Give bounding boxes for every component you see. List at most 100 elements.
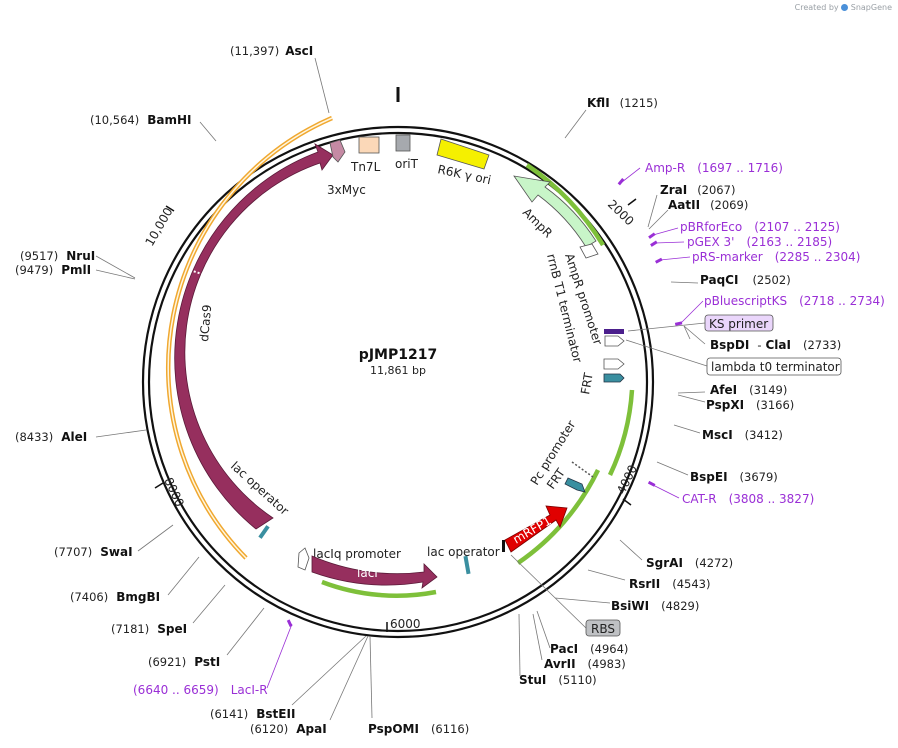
orf-arc-green-right bbox=[607, 389, 635, 476]
site-afeI[interactable]: AfeI(3149) bbox=[710, 383, 787, 397]
site-aleI[interactable]: (8433)AleI bbox=[15, 430, 87, 444]
site-zraI[interactable]: ZraI(2067) bbox=[660, 183, 735, 197]
site-sgrAI[interactable]: SgrAI(4272) bbox=[646, 556, 733, 570]
site-speI[interactable]: (7181)SpeI bbox=[111, 622, 187, 636]
site-avrII[interactable]: AvrII(4983) bbox=[544, 657, 626, 671]
frt1-arrow bbox=[603, 358, 625, 370]
leader-kflI bbox=[564, 109, 587, 139]
primer-pgex[interactable]: pGEX 3'(2163 .. 2185) bbox=[687, 235, 832, 249]
ks-primer-box bbox=[704, 314, 774, 332]
orf-arc-orange-left-inner bbox=[167, 117, 333, 559]
snapgene-logo-icon bbox=[841, 4, 849, 11]
laci-arrow bbox=[311, 555, 438, 589]
lambda-terminator-arrow bbox=[604, 335, 625, 347]
feature-lac-operator-right-label: lac operator bbox=[427, 545, 500, 559]
site-pstI[interactable]: (6921)PstI bbox=[148, 655, 220, 669]
leader-zraI bbox=[647, 194, 658, 228]
watermark: Created by SnapGene bbox=[795, 3, 892, 12]
leader-bamHI bbox=[199, 121, 217, 142]
leader-pstI bbox=[226, 607, 265, 656]
leader-apaI bbox=[329, 635, 369, 721]
ks-primer-label[interactable]: KS primer bbox=[709, 317, 768, 331]
leader-paqCI bbox=[670, 281, 699, 284]
orf-arc-orange-left bbox=[166, 115, 333, 560]
primer-pbluescriptks[interactable]: pBluescriptKS(2718 .. 2734) bbox=[704, 294, 885, 308]
leader-pspOMI bbox=[369, 635, 373, 719]
primer-tick-pgex bbox=[650, 240, 658, 247]
site-pmlI[interactable]: (9479)PmlI bbox=[15, 263, 91, 277]
leader-nruI bbox=[95, 255, 136, 279]
primer-amp-r[interactable]: Amp-R(1697 .. 1716) bbox=[645, 161, 783, 175]
site-rsrII[interactable]: RsrII(4543) bbox=[629, 577, 710, 591]
primer-ticks bbox=[286, 178, 683, 628]
leader-pacI bbox=[536, 610, 551, 649]
frt2-marker bbox=[564, 477, 586, 493]
tick-8000 bbox=[154, 482, 164, 489]
site-ascI[interactable]: (11,397)AscI bbox=[230, 44, 313, 58]
watermark-created-by: Created by bbox=[794, 3, 839, 12]
leader-pmlI bbox=[95, 269, 136, 280]
primer-prs-marker[interactable]: pRS-marker(2285 .. 2304) bbox=[692, 250, 860, 264]
leader-stuI bbox=[518, 613, 521, 677]
site-stuI[interactable]: StuI(5110) bbox=[519, 673, 597, 687]
leader-ascI bbox=[314, 57, 330, 114]
site-mscI[interactable]: MscI(3412) bbox=[702, 428, 783, 442]
leader-aleI bbox=[95, 429, 147, 438]
site-kflI[interactable]: KflI(1215) bbox=[587, 96, 658, 110]
ampr-arrow bbox=[513, 175, 597, 248]
leader-pspXI bbox=[677, 394, 706, 403]
lac-operator-right-marker bbox=[463, 555, 471, 575]
leader-bspEI bbox=[656, 461, 689, 476]
site-bmgBI[interactable]: (7406)BmgBI bbox=[70, 590, 160, 604]
site-nruI[interactable]: (9517)NruI bbox=[20, 249, 95, 263]
primer-tick-amp-r bbox=[617, 178, 625, 186]
laciq-promoter-arrow bbox=[297, 547, 310, 571]
orf-arc-green-laci bbox=[321, 579, 437, 598]
lambda-terminator-box bbox=[706, 357, 842, 376]
backbone-outer-ring bbox=[141, 125, 655, 639]
three-myc-arrow bbox=[329, 139, 346, 163]
primer-cat-r[interactable]: CAT-R(3808 .. 3827) bbox=[682, 492, 814, 506]
leader-claI bbox=[683, 325, 691, 340]
rbs-label[interactable]: RBS bbox=[591, 622, 615, 636]
primer-tick-cat-r bbox=[647, 480, 656, 487]
leader-mscI bbox=[673, 424, 701, 434]
tick-label-10000: 10,000 bbox=[142, 205, 175, 248]
leader-laci-r bbox=[266, 623, 293, 689]
lambda-terminator-label[interactable]: lambda t0 terminator bbox=[711, 360, 840, 374]
primer-pbrforeco[interactable]: pBRforEco(2107 .. 2125) bbox=[680, 220, 840, 234]
primer-tick-pbluescriptks bbox=[674, 321, 683, 326]
site-swaI[interactable]: (7707)SwaI bbox=[54, 545, 133, 559]
site-bspDI-claI[interactable]: BspDI-ClaI(2733) bbox=[710, 338, 841, 352]
leader-amp-r bbox=[621, 167, 641, 183]
site-leader-lines bbox=[95, 57, 708, 721]
primer-labels: Amp-R(1697 .. 1716) pBRforEco(2107 .. 21… bbox=[133, 161, 885, 697]
ampr-promoter-arrow bbox=[579, 243, 599, 259]
primer-laci-r[interactable]: (6640 .. 6659)LacI-R bbox=[133, 683, 268, 697]
site-aatII[interactable]: AatII(2069) bbox=[668, 198, 748, 212]
leader-rbs bbox=[510, 554, 587, 629]
site-pacI[interactable]: PacI(4964) bbox=[550, 642, 628, 656]
leader-pgex bbox=[654, 241, 685, 244]
site-bstEII[interactable]: (6141)BstEII bbox=[210, 707, 295, 721]
leader-aatII bbox=[648, 209, 669, 230]
site-pspXI[interactable]: PspXI(3166) bbox=[706, 398, 794, 412]
site-bsiWI[interactable]: BsiWI(4829) bbox=[611, 599, 699, 613]
mrfp1-arrow bbox=[504, 505, 568, 553]
orit-box bbox=[395, 134, 411, 152]
leader-pbluescriptks bbox=[680, 300, 704, 324]
site-paqCI[interactable]: PaqCI(2502) bbox=[700, 273, 791, 287]
rbs-box bbox=[585, 619, 621, 637]
site-bamHI[interactable]: (10,564)BamHI bbox=[90, 113, 191, 127]
site-apaI[interactable]: (6120)ApaI bbox=[250, 722, 327, 736]
leader-prs-marker bbox=[659, 256, 691, 261]
site-pspOMI[interactable]: PspOMI(6116) bbox=[368, 722, 469, 736]
tick-label-8000: 8000 bbox=[161, 475, 187, 509]
pc-promoter-dash bbox=[571, 461, 594, 478]
backbone-inner-ring bbox=[147, 131, 649, 633]
feature-laciq-promoter-label: lacIq promoter bbox=[313, 547, 401, 561]
site-bspEI[interactable]: BspEI(3679) bbox=[690, 470, 778, 484]
feature-tn7l-label: Tn7L bbox=[350, 160, 381, 174]
leader-avrII bbox=[532, 613, 543, 661]
restriction-sites: (11,397)AscI KflI(1215) ZraI(2067) AatII… bbox=[15, 44, 841, 736]
